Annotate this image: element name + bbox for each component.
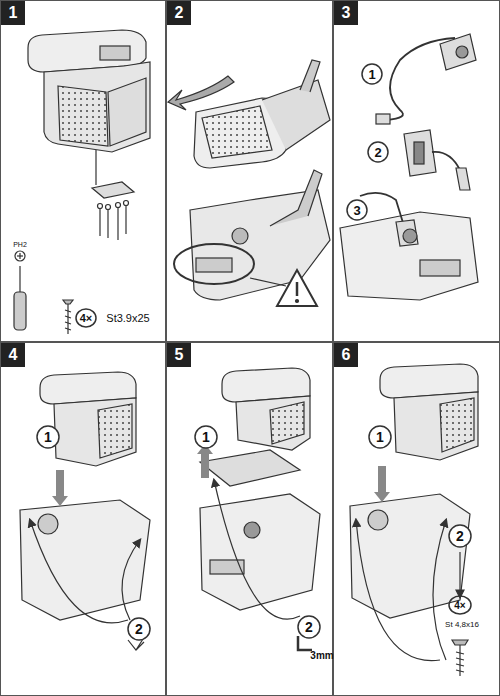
count-mark: 4×: [80, 312, 93, 324]
step-panel: 5: [166, 342, 333, 696]
count-mark: 4×: [454, 600, 465, 611]
screwdriver-icon: [14, 251, 26, 330]
armrest-install-drawing: [20, 372, 150, 650]
screw-size: St3.9x25: [106, 312, 149, 324]
step-number: 3: [334, 1, 358, 25]
step-number: 5: [167, 343, 191, 367]
callout-number: 1: [44, 429, 52, 445]
step-number: 6: [334, 343, 358, 367]
step-number: 1: [1, 1, 25, 25]
callout-number: 2: [135, 621, 143, 637]
count-ring: [449, 596, 471, 614]
bit-size: PH2: [13, 241, 27, 248]
step-number: 4: [1, 343, 25, 367]
callout-number: 2: [374, 145, 381, 160]
wiring-drawing: [340, 34, 478, 300]
callout-number: 1: [202, 429, 210, 445]
armrest-fix-drawing: [350, 364, 478, 676]
callout-number: 2: [305, 619, 313, 635]
step-panel: 4: [0, 342, 166, 696]
step-panel: 1: [0, 0, 166, 342]
callout-number: 1: [368, 67, 375, 82]
armrest-drawing: [28, 30, 150, 240]
callout-number: 2: [456, 528, 464, 544]
screw-size: St 4,8x16: [445, 620, 479, 629]
step-panel: 6: [333, 342, 500, 696]
callout-circles: [37, 64, 471, 640]
screw-icon: [63, 300, 73, 334]
step-panel: 3: [333, 0, 500, 342]
callout-number: 1: [376, 429, 384, 445]
step-number: 2: [167, 1, 191, 25]
armrest-removal-drawing: [168, 60, 330, 306]
count-ring: [76, 309, 96, 327]
callout-number: 3: [353, 203, 360, 218]
step-panel: 2: [166, 0, 333, 342]
key-size: 3mm: [310, 650, 333, 661]
armrest-adjust-drawing: [197, 368, 320, 650]
